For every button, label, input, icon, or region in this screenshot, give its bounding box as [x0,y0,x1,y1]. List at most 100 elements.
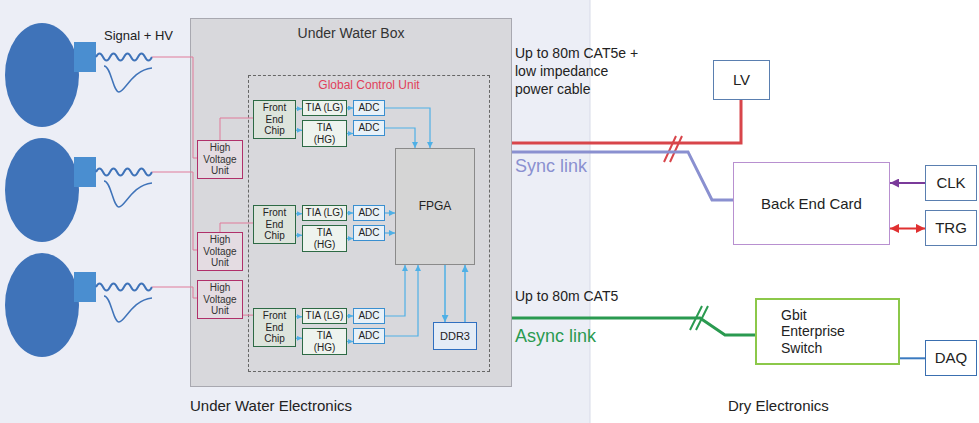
box-label: High Voltage Unit [200,142,240,177]
box-label: Gbit Enterprise Switch [781,307,866,355]
connector [385,108,430,148]
link-name: Async link [515,326,596,346]
control-unit-box: Global Control UnitFront End ChipTIA (LG… [248,75,490,372]
label-text: Up to 80m CAT5 [515,288,618,304]
connector [385,265,418,336]
adc-box: ADC [353,225,385,241]
connector [347,315,353,316]
link-label: Sync link [515,156,587,177]
group-title: Under Water Box [191,19,511,41]
connector [385,265,405,316]
connector [347,133,353,134]
connector [243,315,253,316]
box-label: ADC [358,227,379,239]
adc-box: ADC [353,205,385,221]
connector [900,357,925,359]
connector [512,100,741,143]
box-label: ADC [358,102,379,114]
adc-box: ADC [353,100,385,116]
connector [444,265,446,322]
amplifier-box: TIA (HG) [302,328,347,355]
box-label: DAQ [935,349,968,366]
adc-box: ADC [353,120,385,136]
connector [512,152,733,200]
power-box: LV [713,60,770,100]
box-label: TIA (LG) [306,102,344,114]
connector [385,128,415,148]
cable-break-mark [664,136,682,162]
box-label: ADC [358,207,379,219]
cable-note: Up to 80m CAT5e + low impedance power ca… [515,44,645,98]
connector [890,227,925,229]
signal-label: Signal + HV [104,26,173,44]
connector [347,212,353,213]
amplifier-box: TIA (HG) [302,120,347,147]
amplifier-box: TIA (LG) [302,308,347,324]
group-title: Global Control Unit [249,76,489,93]
fpga-box: FPGA [395,148,475,265]
pmt-symbol [5,23,190,127]
connector [385,212,395,213]
region-label: Under Water Electronics [190,397,352,415]
connector [296,235,302,236]
box-label: ADC [358,330,379,342]
box-label: TIA (LG) [306,310,344,322]
label-text: Dry Electronics [728,397,829,414]
link-name: Sync link [515,156,587,176]
pmt-symbol [5,138,190,242]
label-text: Under Water Electronics [190,397,352,414]
connector [347,341,353,342]
front-end-box: Front End Chip [253,308,296,347]
box-label: High Voltage Unit [200,282,240,317]
connector [464,265,466,322]
region-label: Dry Electronics [728,397,829,415]
connector [890,182,925,184]
hv-unit-box: High Voltage Unit [197,280,243,319]
box-label: Front End Chip [256,102,293,137]
clock-box: CLK [925,165,977,201]
pmt-symbol [5,253,190,357]
box-label: CLK [936,174,965,191]
card-box: Back End Card [733,162,890,245]
link-label: Async link [515,326,596,347]
switch-box: Gbit Enterprise Switch [755,298,900,365]
box-label: High Voltage Unit [200,234,240,269]
label-text: Signal + HV [104,28,173,43]
connector [220,118,253,140]
amplifier-box: TIA (LG) [302,205,347,221]
adc-box: ADC [353,308,385,324]
cable-note: Up to 80m CAT5 [515,287,618,305]
box-label: TRG [935,219,967,236]
box-label: Back End Card [761,195,862,212]
box-label: ADC [358,310,379,322]
box-label: Front End Chip [256,310,293,345]
box-label: TIA (LG) [306,207,344,219]
connector [296,338,302,339]
daq-box: DAQ [925,340,977,376]
front-end-box: Front End Chip [253,100,296,139]
box-label: Front End Chip [256,207,293,242]
hv-unit-box: High Voltage Unit [197,232,243,271]
housing-box: Under Water BoxGlobal Control UnitFront … [190,18,512,387]
box-label: LV [733,71,750,88]
trigger-box: TRG [925,210,977,246]
underwater-region [0,0,590,423]
signal-wire [190,57,197,298]
memory-box: DDR3 [433,322,477,350]
connector [296,316,302,317]
connector [220,223,253,232]
connector [347,238,353,239]
connector [296,108,302,109]
box-label: TIA (HG) [305,227,344,250]
box-label: TIA (HG) [305,330,344,353]
amplifier-box: TIA (LG) [302,100,347,116]
box-label: FPGA [419,200,452,214]
connector [347,107,353,108]
connector [385,232,395,233]
box-label: ADC [358,122,379,134]
adc-box: ADC [353,328,385,344]
label-text: Up to 80m CAT5e + low impedance power ca… [515,45,638,97]
front-end-box: Front End Chip [253,205,296,244]
connector [296,213,302,214]
